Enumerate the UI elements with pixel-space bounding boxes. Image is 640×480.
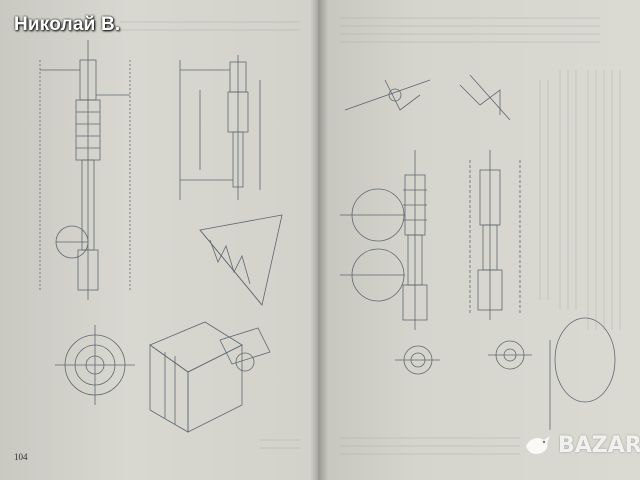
- right-top-profile-drawing: [344, 74, 511, 121]
- body-text-lines: [120, 17, 621, 455]
- dove-icon: [526, 436, 550, 454]
- watermark: BAZAR: [522, 432, 640, 458]
- left-shaft-drawing: [39, 40, 131, 300]
- book-gutter: [310, 0, 328, 480]
- watermark-text: BAZAR: [558, 432, 640, 458]
- left-small-shaft-drawing: [179, 55, 261, 200]
- right-shafts-drawing: [340, 150, 521, 330]
- left-page: [0, 0, 318, 480]
- isometric-part-drawing: [149, 321, 271, 433]
- page-number: 104: [14, 452, 28, 462]
- seller-name-overlay: Николай В.: [14, 14, 121, 35]
- cross-section-drawing: [55, 325, 135, 405]
- tooth-profile-drawing: [199, 214, 283, 306]
- right-cross-sections-drawing: [395, 317, 616, 430]
